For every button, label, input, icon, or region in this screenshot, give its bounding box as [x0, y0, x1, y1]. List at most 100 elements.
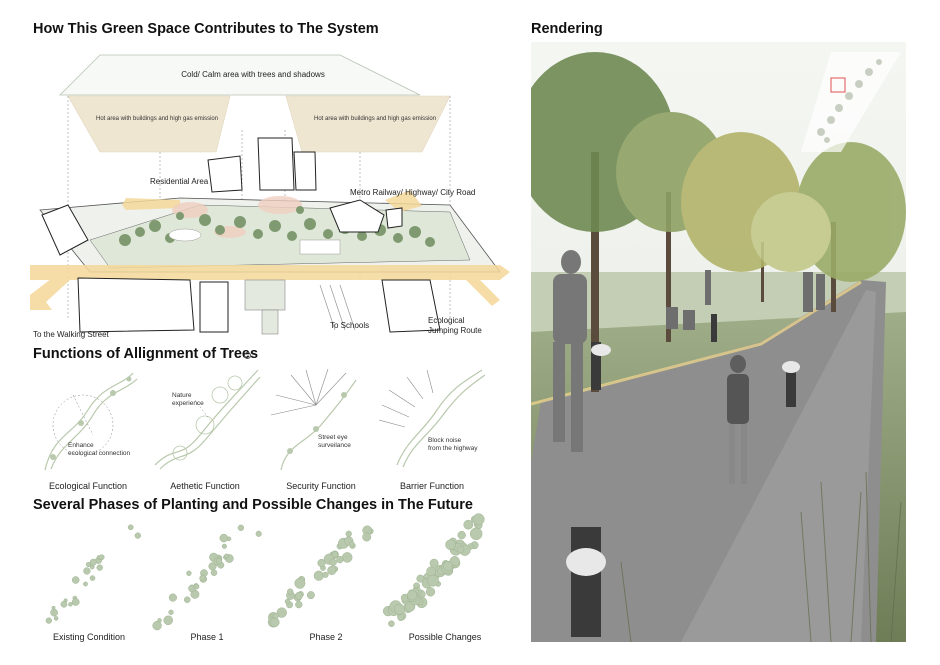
tree-dot — [425, 587, 436, 597]
phases-heading: Several Phases of Planting and Possible … — [33, 497, 473, 513]
tree-dot — [89, 575, 96, 581]
tree-dot — [45, 617, 52, 624]
tree-dot — [60, 600, 68, 608]
security-function-note: Street eye surveilance — [318, 434, 351, 449]
hot-area-right-label: Hot area with buildings and high gas emi… — [314, 116, 437, 122]
tree-dot — [71, 598, 80, 606]
tree-dot — [426, 566, 436, 577]
tree-dot — [327, 565, 337, 575]
tree-dot — [168, 609, 174, 615]
tree-dot — [287, 588, 294, 595]
tree-dot — [406, 590, 418, 601]
ecological-function-diagram — [44, 372, 138, 471]
tree-dot — [219, 533, 229, 543]
phase-possible-diagram — [382, 513, 485, 627]
tree-dot — [68, 602, 73, 607]
tree-dot — [294, 591, 303, 600]
tree-dot — [98, 554, 105, 561]
metro-label: Metro Railway/ Highway/ City Road — [350, 188, 476, 197]
tree-dot — [53, 616, 59, 621]
barrier-function-note: Block noise from the highway — [428, 437, 478, 452]
tree-dot — [96, 564, 103, 571]
tree-dot — [134, 532, 141, 539]
tree-dot — [416, 574, 425, 583]
tree-dot — [221, 543, 227, 549]
tree-dot — [345, 530, 352, 537]
tree-dot — [89, 558, 97, 566]
tree-dot — [429, 558, 439, 568]
people — [553, 250, 825, 484]
tree-dot — [331, 551, 339, 558]
tree-dot — [50, 608, 58, 617]
tree-dot — [152, 620, 162, 631]
aesthetic-function-note: Nature experience — [172, 392, 204, 407]
tree-dot — [183, 596, 191, 603]
tree-dot — [469, 527, 483, 541]
tree-dot — [341, 552, 353, 563]
tree-dot — [397, 614, 405, 622]
aesthetic-function-caption: Aethetic Function — [170, 481, 240, 491]
hot-area-right-zone — [285, 95, 451, 153]
tree-dot — [168, 593, 177, 602]
rendering-image — [531, 42, 906, 642]
tree-dot — [306, 591, 315, 600]
tree-dot — [237, 524, 245, 531]
phase-2-caption: Phase 2 — [309, 632, 343, 642]
barrier-function-diagram — [378, 369, 486, 468]
system-heading: How This Green Space Contributes to The … — [33, 21, 379, 37]
tree-dot — [457, 530, 466, 540]
functions-heading: Functions of Allignment of Trees — [33, 346, 259, 362]
tree-dot — [456, 545, 465, 554]
tree-dot — [388, 620, 395, 627]
tree-dot — [85, 561, 92, 568]
tree-dot — [127, 524, 134, 531]
tree-dot — [349, 541, 355, 547]
schools-label: To Schools — [330, 321, 370, 330]
barrier-function-caption: Barrier Function — [399, 481, 465, 491]
tree-dot — [210, 569, 218, 576]
tree-dot — [186, 570, 192, 576]
hot-area-left-zone — [67, 95, 231, 153]
ecological-route-label: Ecological Jumping Route — [428, 316, 482, 335]
rendering-heading: Rendering — [531, 21, 603, 37]
tree-dot — [442, 561, 453, 572]
tree-dot — [193, 583, 200, 590]
system-diagram — [30, 54, 510, 335]
cold-area-zone — [59, 54, 421, 96]
cold-area-label: Cold/ Calm area with trees and shadows — [181, 70, 325, 79]
ecological-function-caption: Ecological Function — [48, 481, 128, 491]
tree-dot — [163, 615, 173, 626]
tree-dot — [463, 519, 474, 530]
phase-existing-diagram — [45, 524, 141, 624]
tree-dot — [51, 605, 56, 610]
walking-street-label: To the Walking Street — [33, 330, 109, 339]
residential-area-label: Residential Area — [150, 177, 209, 186]
tree-dot — [71, 576, 80, 584]
tree-dot — [272, 612, 279, 620]
tree-dot — [362, 532, 372, 542]
phase-2-diagram — [267, 525, 374, 628]
inset-plan — [801, 52, 901, 152]
security-function-diagram — [270, 368, 357, 471]
bollard-lamps — [566, 314, 800, 637]
tree-dot — [336, 555, 344, 564]
tree-dot — [313, 570, 324, 581]
aesthetic-function-diagram — [154, 369, 261, 470]
phase-1-diagram — [152, 524, 262, 631]
tree-dot — [199, 574, 207, 582]
tree-dot — [83, 581, 88, 587]
tree-dot — [270, 617, 280, 628]
tree-dot — [427, 574, 439, 587]
tree-dot — [215, 557, 223, 565]
tree-dot — [329, 558, 337, 567]
hot-area-left-label: Hot area with buildings and high gas emi… — [96, 116, 219, 122]
tree-dot — [255, 530, 262, 537]
building-outline — [41, 204, 89, 256]
tree-dot — [284, 598, 291, 605]
tree-dot — [445, 539, 456, 550]
phase-1-caption: Phase 1 — [190, 632, 224, 642]
tree-dot — [449, 556, 460, 567]
tree-dot — [295, 600, 303, 609]
tree-dot — [276, 607, 287, 618]
tree-dot — [472, 513, 485, 526]
